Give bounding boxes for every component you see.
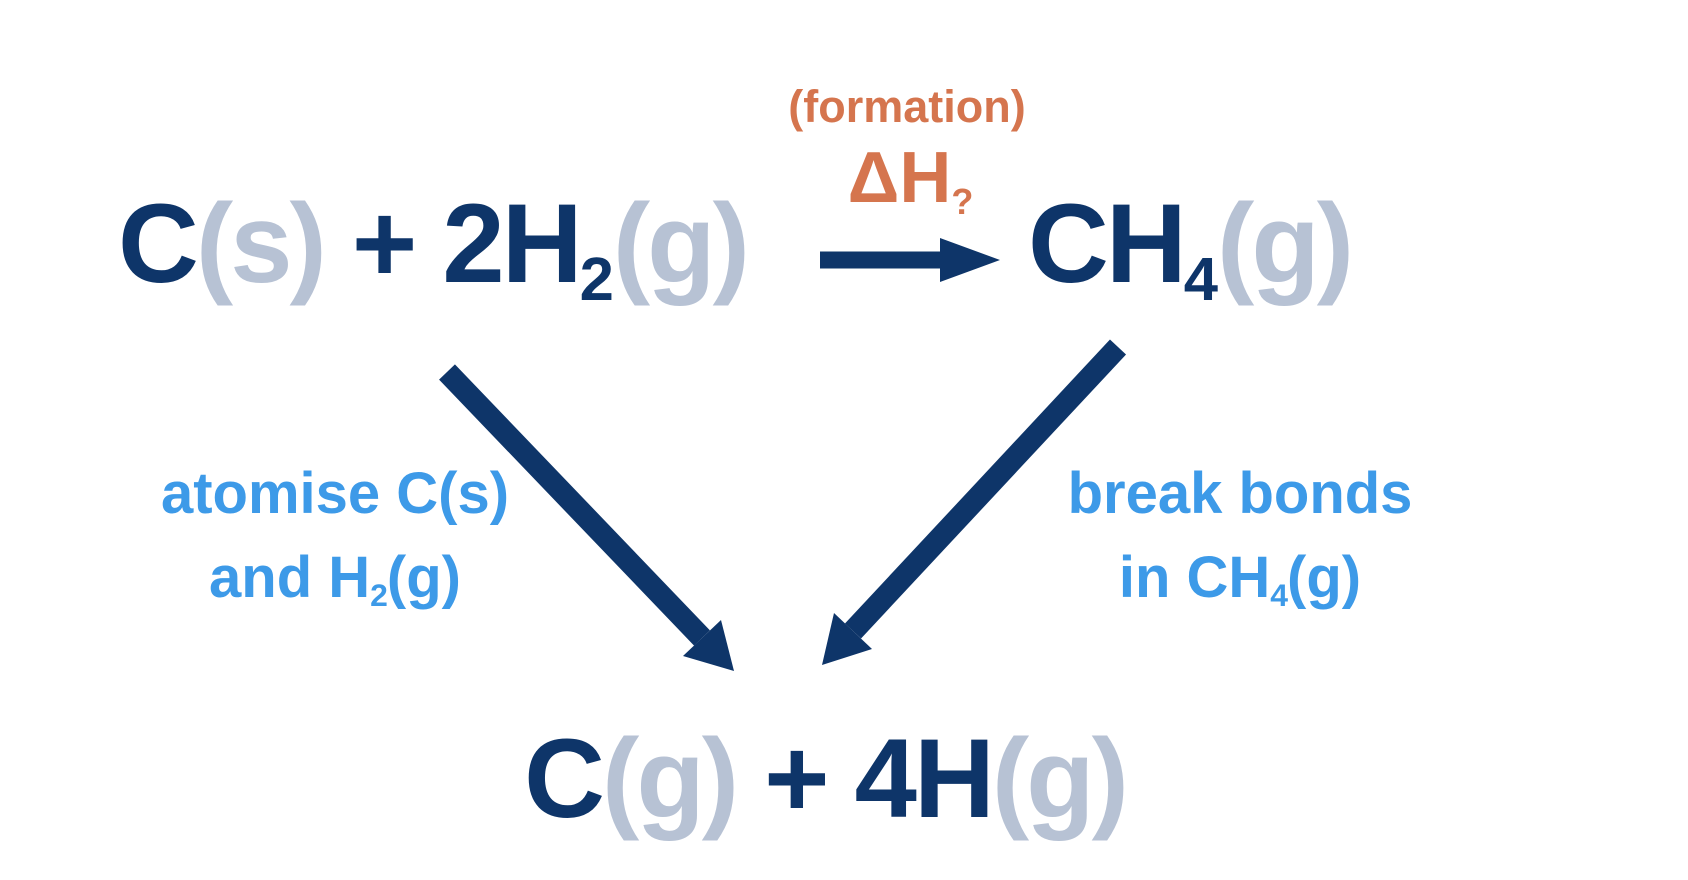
break-bonds-label-state-gas: (g) <box>1287 545 1362 611</box>
formation-arrow <box>820 238 1000 282</box>
hydrogen-subscript: 2 <box>579 245 614 315</box>
atomise-arrow-head <box>683 620 734 671</box>
atomise-label-h2-subscript: 2 <box>370 577 388 614</box>
carbon-atom-symbol: C <box>524 716 605 841</box>
methane-symbol: CH <box>1028 181 1187 306</box>
break-bonds-label-line2-text: in CH <box>1118 545 1271 611</box>
atomise-label-state-gas: (g) <box>386 545 461 611</box>
hydrogen-state-gas: (g) <box>612 181 750 306</box>
formation-label: (formation) <box>788 81 1026 132</box>
atomise-label-line1: atomise C(s) <box>160 461 510 526</box>
break-bonds-label-line2: in CH4(g) <box>1068 536 1413 620</box>
enthalpy-change-label: ΔH? <box>848 142 974 220</box>
formation-arrow-head <box>940 238 1000 282</box>
atomise-label-line2-text: and H <box>209 545 371 611</box>
break-bonds-label-line1: break bonds <box>1067 461 1413 526</box>
carbon-state-solid: (s) <box>195 181 327 306</box>
hydrogen-atom-state-gas: (g) <box>991 716 1129 841</box>
break-bonds-label-ch4-subscript: 4 <box>1270 577 1288 614</box>
plus-hydrogen-term: + 2H <box>323 181 583 306</box>
methane-subscript: 4 <box>1183 245 1218 315</box>
carbon-atom-state-gas: (g) <box>602 716 739 841</box>
atoms-formula: C(g) + 4H(g) <box>524 723 1129 835</box>
reactants-formula: C(s) + 2H2(g) <box>118 188 750 311</box>
break-bonds-arrow-label: break bonds in CH4(g) <box>1068 452 1413 620</box>
product-formula: CH4(g) <box>1028 188 1354 311</box>
delta-h-symbol: ΔH <box>847 138 952 218</box>
atomise-label-line2: and H2(g) <box>161 536 509 620</box>
plus-hydrogen-atoms-term: + 4H <box>736 716 995 841</box>
methane-state-gas: (g) <box>1217 181 1354 306</box>
atomise-arrow-label: atomise C(s) and H2(g) <box>161 452 509 620</box>
break-bonds-arrow-head <box>822 613 872 665</box>
delta-h-subscript: ? <box>951 181 973 223</box>
carbon-symbol: C <box>118 181 199 306</box>
